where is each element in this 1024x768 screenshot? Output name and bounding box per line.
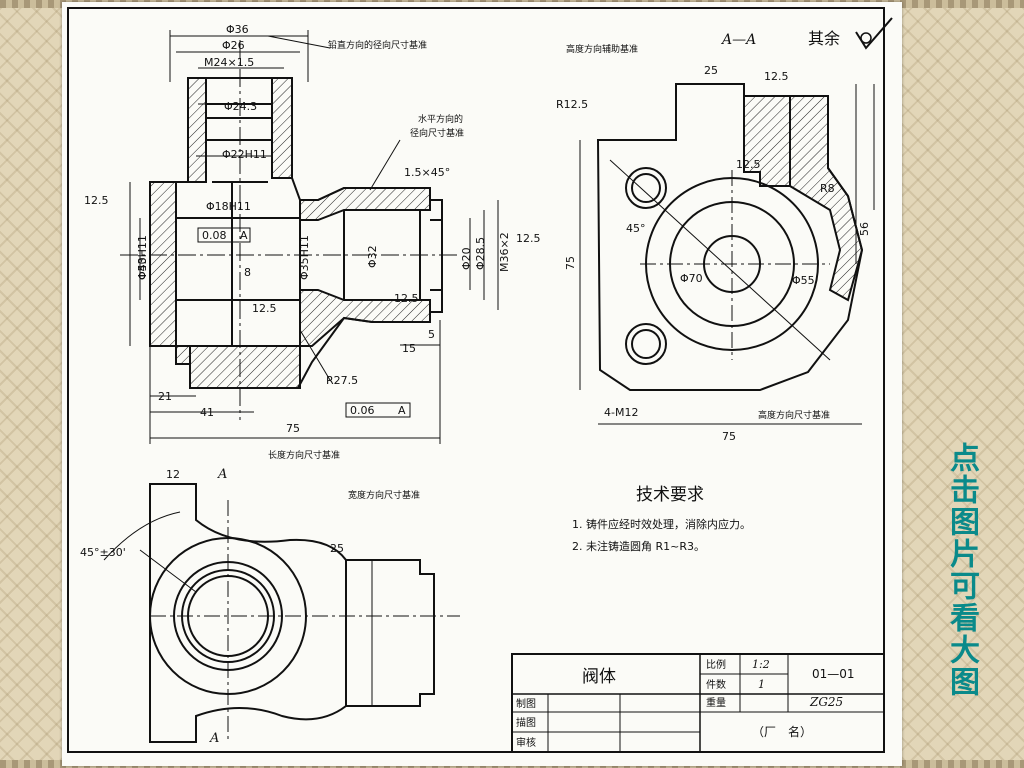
checked-by-label: 审核 [516,736,536,749]
part-name: 阀体 [582,667,616,687]
dim-r8: R8 [820,182,835,195]
dim-height-75: 75 [564,256,577,270]
note-height-aux-datum: 高度方向辅助基准 [566,43,638,55]
scale-label: 比例 [706,658,726,671]
scale-value: 1:2 [752,658,770,671]
dim-d26: Φ26 [222,39,245,52]
note-width-datum: 宽度方向尺寸基准 [348,489,420,501]
dim-d70: Φ70 [680,272,703,285]
drawn-by-label: 制图 [516,697,536,710]
tol-flatness: 0.08 [202,229,227,242]
note-horizontal-datum-2: 径向尺寸基准 [410,127,464,139]
title-block [511,653,885,753]
dim-len5: 5 [428,328,435,341]
tech-title: 技术要求 [636,485,704,505]
weight-label: 重量 [706,696,726,709]
roughness-symbol [855,17,893,50]
front-labels: Φ36 Φ26 M24×1.5 Φ24.3 Φ22H11 Φ18H11 0.08… [84,23,541,435]
section-arrow-top: A [217,467,227,482]
roughness-rest-label: 其余 [808,29,840,48]
factory-name: （厂 名） [752,724,812,739]
roughness-aa-top: 12.5 [764,70,789,83]
roughness-top-view: 25 [330,542,344,555]
drawing-sheet[interactable]: Φ36 Φ26 M24×1.5 Φ24.3 Φ22H11 Φ18H11 0.08… [62,2,902,766]
dim-d24-3: Φ24.3 [224,100,257,113]
dim-r27-5: R27.5 [326,374,358,387]
title-block-text: 阀体 比例 1:2 件数 1 重量 01—01 ZG25 制图 描图 审核 （厂… [516,658,855,749]
front-dimensions [129,30,499,444]
dim-4-m12: 4-M12 [604,406,638,419]
note-horizontal-datum: 水平方向的 [418,113,463,125]
note-height-datum: 高度方向尺寸基准 [758,409,830,421]
dim-m36: M36×2 [498,232,511,272]
tol-flatness-datum: A [240,229,248,242]
section-aa-view [579,83,875,425]
traced-by-label: 描图 [516,716,536,729]
qty-label: 件数 [706,678,726,691]
top-view [103,483,460,743]
datum-notes: 铅直方向的径向尺寸基准 水平方向的 径向尺寸基准 长度方向尺寸基准 宽度方向尺寸… [268,39,464,501]
dim-len21: 21 [158,390,172,403]
roughness-inner: 12.5 [252,302,277,315]
dim-d32: Φ32 [366,245,379,268]
dim-chamfer: 1.5×45° [404,166,450,179]
dim-d55: Φ55 [792,274,815,287]
engineering-drawing: Φ36 Φ26 M24×1.5 Φ24.3 Φ22H11 Φ18H11 0.08… [67,7,893,753]
dim-height-56: 56 [858,222,871,236]
qty-value: 1 [758,678,765,691]
dim-angle-tol: 45°±30' [80,546,126,559]
front-section-view [120,40,460,420]
material: ZG25 [809,695,843,709]
dim-d28-5: Φ28.5 [474,237,487,270]
top-view-labels: 12 45°±30' A A 25 [80,467,344,746]
dim-width-75: 75 [722,430,736,443]
dim-w12: 12 [166,468,180,481]
section-aa-title: A—A [720,32,756,48]
roughness-left: 12.5 [84,194,109,207]
dim-d43: Φ43 [136,257,149,280]
tol-perp-datum: A [398,404,406,417]
view-large-image-link[interactable]: 点击图片可看大图 [944,442,979,698]
roughness-right: 12.5 [516,232,541,245]
dim-angle-45: 45° [626,222,646,235]
tech-line-2: 2. 未注铸造圆角 R1~R3。 [572,539,705,553]
dim-d18h11: Φ18H11 [206,200,251,213]
dim-d36: Φ36 [226,23,249,36]
dim-d35h11: Φ35H11 [298,235,311,280]
tech-requirements: 技术要求 1. 铸件应经时效处理，消除内应力。 2. 未注铸造圆角 R1~R3。 [572,485,751,553]
dim-r12-5: R12.5 [556,98,588,111]
note-vertical-datum: 铅直方向的径向尺寸基准 [328,39,427,51]
section-aa-labels: A—A 其余 高度方向辅助基准 R12.5 45° Φ70 Φ55 4-M12 … [556,17,893,443]
tol-perpendicular: 0.06 [350,404,375,417]
dim-len41: 41 [200,406,214,419]
roughness-aa-25: 25 [704,64,718,77]
sheet-frame [67,7,885,753]
dim-len75: 75 [286,422,300,435]
dim-len8: 8 [244,266,251,279]
tech-line-1: 1. 铸件应经时效处理，消除内应力。 [572,517,751,531]
dim-len15: 15 [402,342,416,355]
drawing-number: 01—01 [812,667,855,681]
section-arrow-bottom: A [209,731,219,746]
dim-d50h11: Φ50H11 [136,235,149,280]
dim-d20: Φ20 [460,247,473,270]
dim-d22h11: Φ22H11 [222,148,267,161]
roughness-aa-mid: 12.5 [736,158,761,171]
note-length-datum: 长度方向尺寸基准 [268,449,340,461]
roughness-bore: 12.5 [394,292,419,305]
dim-m24: M24×1.5 [204,56,254,69]
